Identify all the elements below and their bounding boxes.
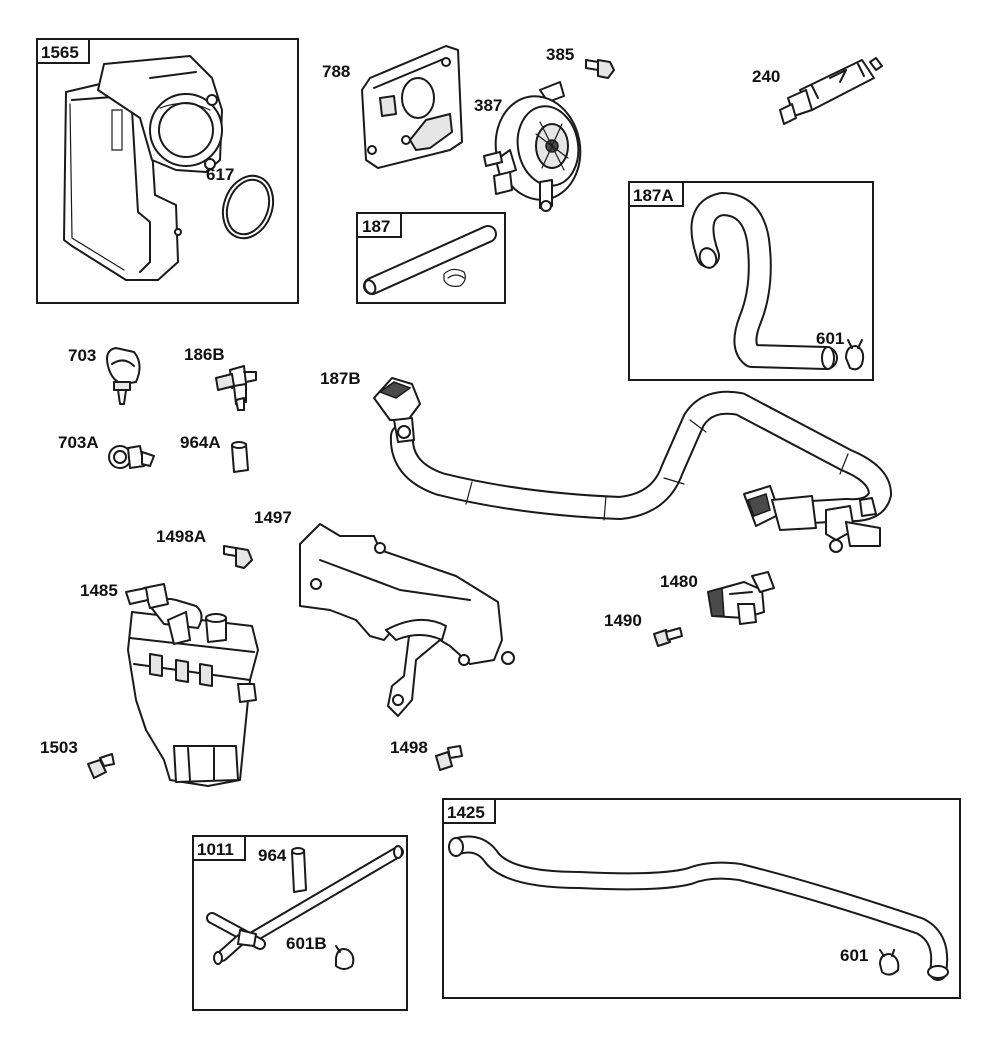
bracket-788-part — [361, 45, 463, 169]
callout-788: 788 — [322, 62, 350, 81]
box-187A: 187A — [628, 181, 874, 381]
bolt-1503-part — [87, 753, 115, 779]
callout-387: 387 — [474, 96, 502, 115]
callout-703A: 703A — [58, 433, 99, 452]
callout-1497: 1497 — [254, 508, 292, 527]
fuel-line-187-part — [363, 225, 497, 295]
fuel-line-187B-part — [373, 377, 892, 553]
callout-1480: 1480 — [660, 572, 698, 591]
screw-385-part — [585, 59, 615, 79]
box-1565: 1565 — [36, 38, 299, 304]
box-1565-label: 1565 — [41, 43, 79, 62]
callout-385: 385 — [546, 45, 574, 64]
callout-1485: 1485 — [80, 581, 118, 600]
box-1011: 1011 — [192, 835, 408, 1011]
callout-703: 703 — [68, 346, 96, 365]
box-187: 187 — [356, 212, 506, 304]
callout-187B: 187B — [320, 369, 361, 388]
clamp-601-lower-part — [879, 949, 900, 976]
bracket-1497-part — [299, 523, 515, 717]
callout-1503: 1503 — [40, 738, 78, 757]
callout-186B: 186B — [184, 345, 225, 364]
clip-703A-part — [108, 445, 155, 469]
bolt-1498A-part — [223, 545, 253, 569]
canister-1485-part — [125, 583, 259, 787]
spacer-964-part — [291, 847, 307, 893]
long-hose-1425-part — [448, 835, 949, 981]
gasket-617-part — [221, 174, 275, 240]
callout-1498: 1498 — [390, 738, 428, 757]
fuel-pump-387-part — [483, 81, 582, 212]
bolt-1498-part — [435, 745, 463, 771]
callout-964A: 964A — [180, 433, 221, 452]
box-187A-label: 187A — [633, 186, 674, 205]
screw-1490-part — [653, 627, 683, 647]
throttle-body-part — [63, 55, 223, 281]
clamp-601-part — [845, 339, 865, 371]
box-1011-label: 1011 — [197, 840, 234, 859]
callout-617: 617 — [206, 165, 234, 184]
clip-703-part — [106, 347, 141, 405]
callout-240: 240 — [752, 67, 780, 86]
callout-601-top: 601 — [816, 329, 844, 348]
callout-1490: 1490 — [604, 611, 642, 630]
box-1425: 1425 — [442, 798, 961, 999]
tee-fuel-line-1011-part — [206, 845, 404, 965]
valve-1480-part — [707, 571, 775, 625]
spacer-964A-part — [231, 441, 249, 473]
callout-601-lower: 601 — [840, 946, 868, 965]
callout-964: 964 — [258, 846, 287, 865]
box-1425-label: 1425 — [447, 803, 485, 822]
fitting-186B-part — [215, 365, 257, 411]
callout-601B: 601B — [286, 934, 327, 953]
callout-1498A: 1498A — [156, 527, 206, 546]
fuel-filter-240-part — [779, 57, 883, 125]
clamp-601B-part — [335, 945, 355, 970]
box-187-label: 187 — [362, 217, 390, 236]
formed-hose-187A-part — [690, 192, 838, 370]
